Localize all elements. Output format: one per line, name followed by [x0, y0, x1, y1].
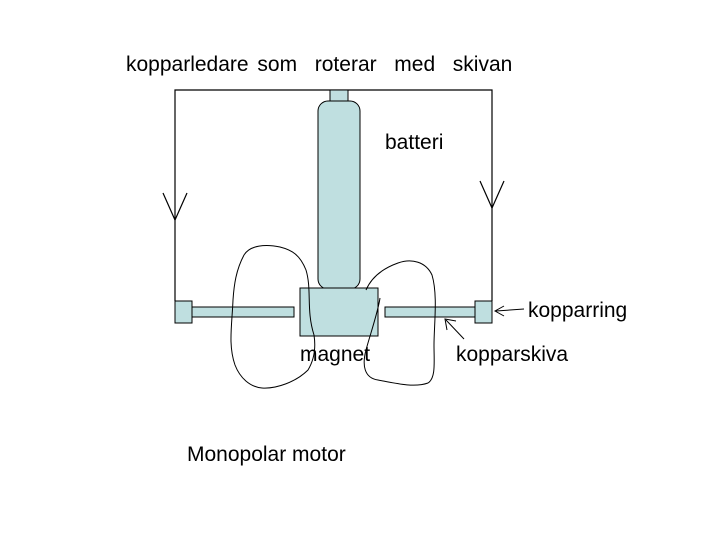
battery-label: batteri	[385, 131, 444, 154]
pointer-kopparring	[495, 308, 525, 312]
copper-ring-left	[174, 300, 193, 324]
current-arrow-left	[162, 192, 188, 222]
pointer-kopparskiva-head	[444, 318, 457, 331]
copper-disk-left	[191, 306, 295, 318]
pointer-kopparring-head	[493, 305, 505, 317]
copper-ring-right	[474, 300, 493, 324]
wire-label: kopparledare som roterar med skivan	[126, 53, 513, 76]
copper-disk-right	[384, 306, 477, 318]
battery-terminal	[329, 89, 349, 103]
pointer-kopparskiva	[445, 319, 465, 340]
magnet-block	[299, 287, 379, 337]
field-line-right	[363, 260, 436, 386]
disk-label: kopparskiva	[456, 343, 569, 366]
diagram-title: Monopolar motor	[187, 443, 346, 466]
field-line-left	[230, 245, 316, 389]
ring-label: kopparring	[528, 299, 628, 322]
current-arrow-right	[479, 180, 505, 210]
magnet-label: magnet	[300, 343, 371, 366]
battery-body	[317, 100, 361, 290]
